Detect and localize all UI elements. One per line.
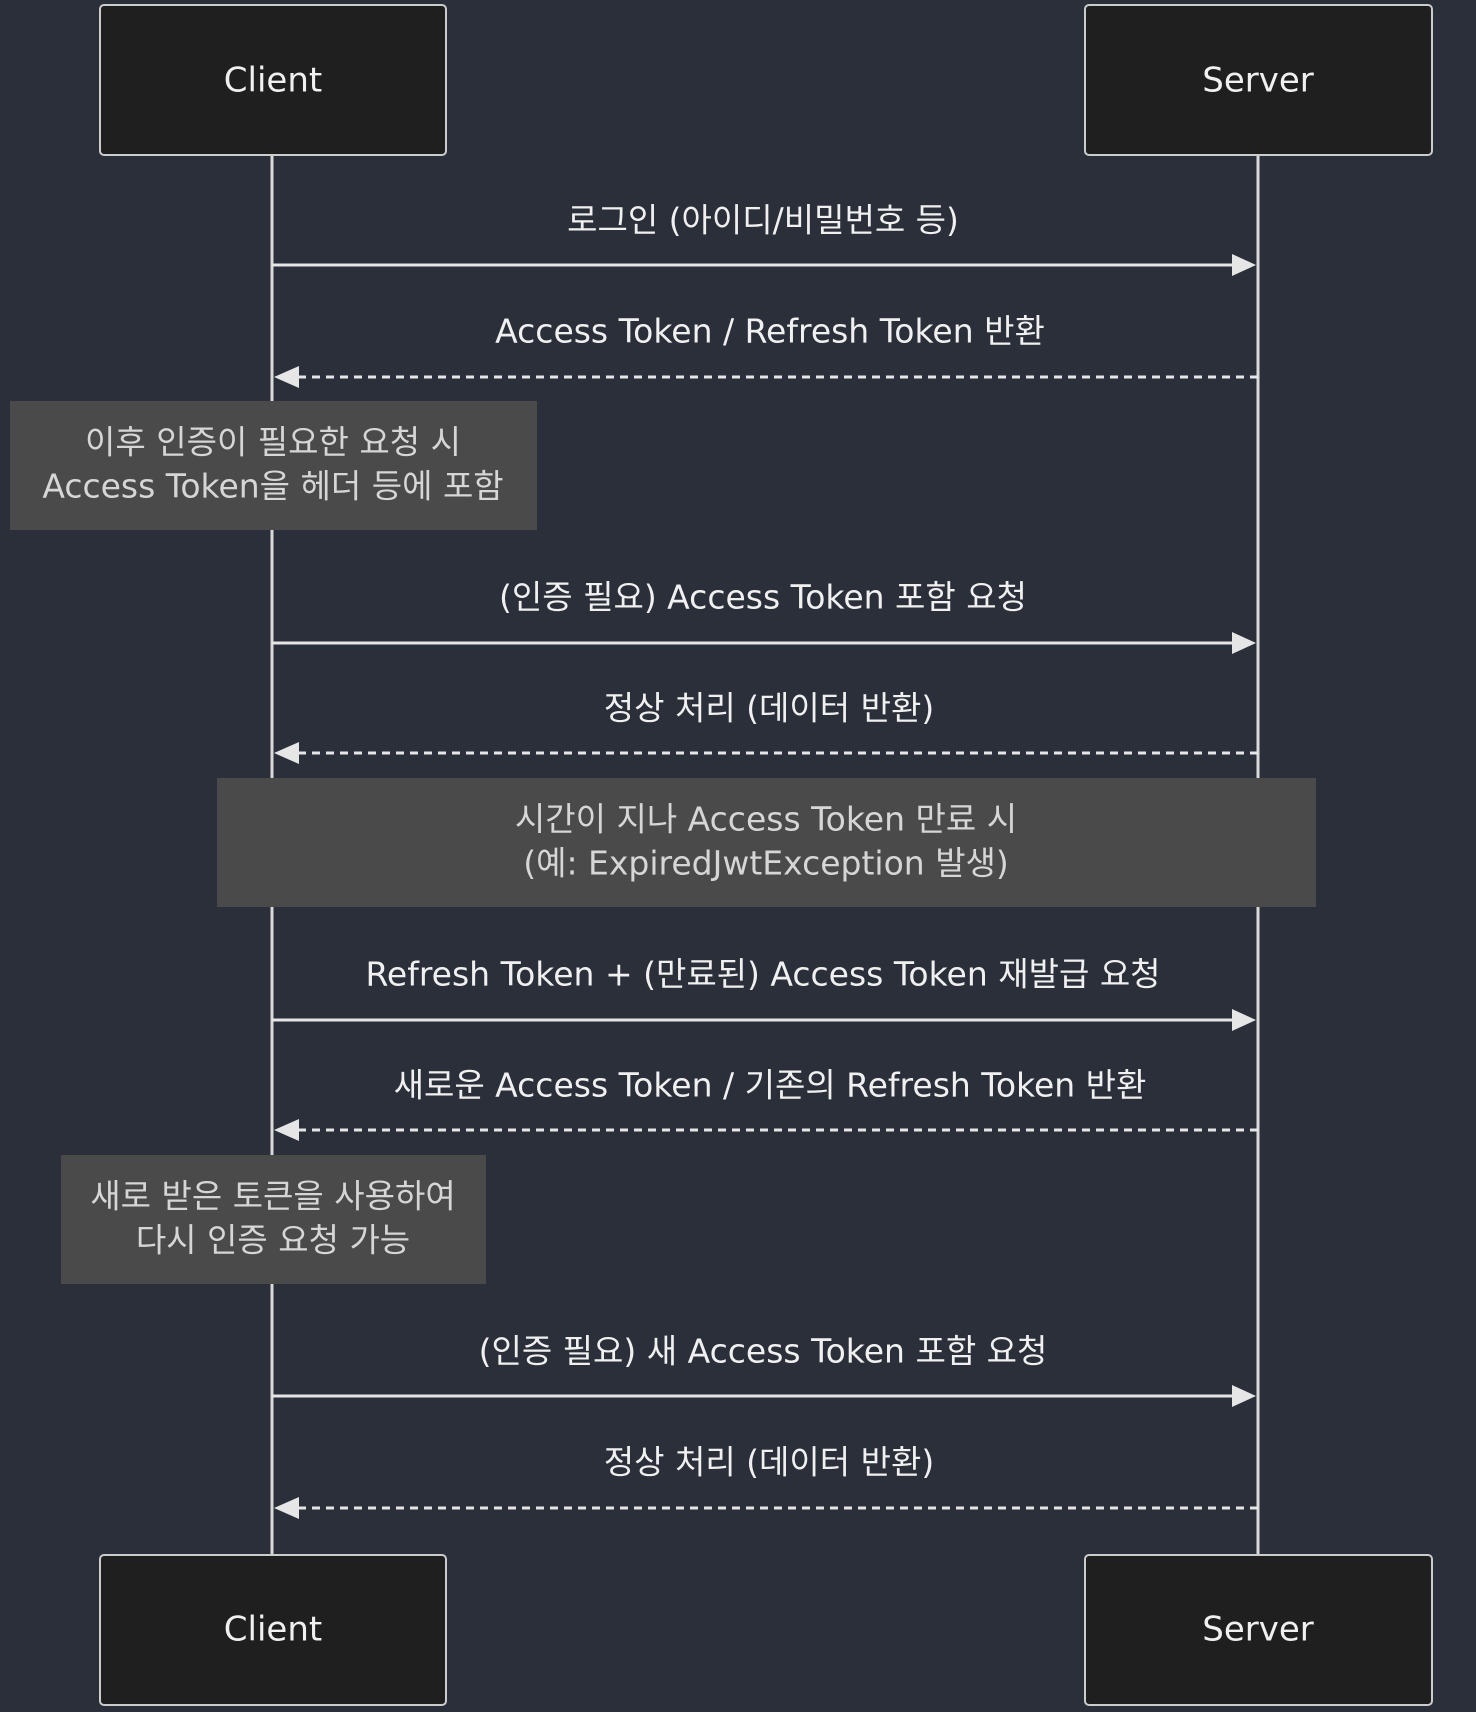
- message-final-ok-response: 정상 처리 (데이터 반환): [274, 1443, 1258, 1519]
- note-line: 새로 받은 토큰을 사용하여: [90, 1177, 455, 1216]
- arrow-right-icon: [1232, 632, 1256, 654]
- message-token-response: Access Token / Refresh Token 반환: [274, 312, 1258, 388]
- arrow-left-icon: [274, 742, 299, 764]
- arrow-right-icon: [1232, 1009, 1256, 1031]
- note-retry-with-new-token: 새로 받은 토큰을 사용하여 다시 인증 요청 가능: [61, 1155, 486, 1284]
- message-label: 정상 처리 (데이터 반환): [604, 689, 934, 728]
- message-label: Refresh Token + (만료된) Access Token 재발급 요…: [365, 955, 1160, 994]
- message-label: Access Token / Refresh Token 반환: [495, 312, 1045, 351]
- client-actor-bottom-label: Client: [224, 1610, 322, 1650]
- message-label: 로그인 (아이디/비밀번호 등): [567, 201, 959, 240]
- arrow-right-icon: [1232, 1385, 1256, 1407]
- message-label: (인증 필요) Access Token 포함 요청: [499, 578, 1027, 617]
- arrow-left-icon: [274, 1119, 299, 1141]
- message-label: (인증 필요) 새 Access Token 포함 요청: [479, 1332, 1048, 1371]
- client-actor-top: Client: [99, 4, 447, 156]
- message-ok-response: 정상 처리 (데이터 반환): [274, 689, 1258, 764]
- server-actor-top: Server: [1084, 4, 1433, 156]
- message-new-token-response: 새로운 Access Token / 기존의 Refresh Token 반환: [274, 1066, 1258, 1141]
- message-login: 로그인 (아이디/비밀번호 등): [272, 201, 1256, 276]
- arrow-left-icon: [274, 1497, 299, 1519]
- note-token-expired: 시간이 지나 Access Token 만료 시 (예: ExpiredJwtE…: [217, 778, 1316, 907]
- message-label: 정상 처리 (데이터 반환): [604, 1443, 934, 1482]
- client-actor-bottom: Client: [99, 1554, 447, 1706]
- message-auth-request: (인증 필요) Access Token 포함 요청: [272, 578, 1256, 654]
- arrow-left-icon: [274, 366, 299, 388]
- server-actor-top-label: Server: [1202, 61, 1314, 101]
- note-auth-header: 이후 인증이 필요한 요청 시 Access Token을 헤더 등에 포함: [10, 401, 537, 530]
- message-label: 새로운 Access Token / 기존의 Refresh Token 반환: [394, 1066, 1147, 1105]
- server-actor-bottom-label: Server: [1202, 1610, 1314, 1650]
- server-actor-bottom: Server: [1084, 1554, 1433, 1706]
- note-line: Access Token을 헤더 등에 포함: [42, 467, 503, 506]
- note-line: 이후 인증이 필요한 요청 시: [85, 423, 461, 462]
- client-actor-top-label: Client: [224, 61, 322, 101]
- note-line: 시간이 지나 Access Token 만료 시: [515, 800, 1017, 839]
- message-reissue-request: Refresh Token + (만료된) Access Token 재발급 요…: [272, 955, 1256, 1031]
- arrow-right-icon: [1232, 254, 1256, 276]
- message-new-auth-request: (인증 필요) 새 Access Token 포함 요청: [272, 1332, 1256, 1407]
- note-line: 다시 인증 요청 가능: [136, 1221, 410, 1260]
- note-line: (예: ExpiredJwtException 발생): [523, 844, 1009, 883]
